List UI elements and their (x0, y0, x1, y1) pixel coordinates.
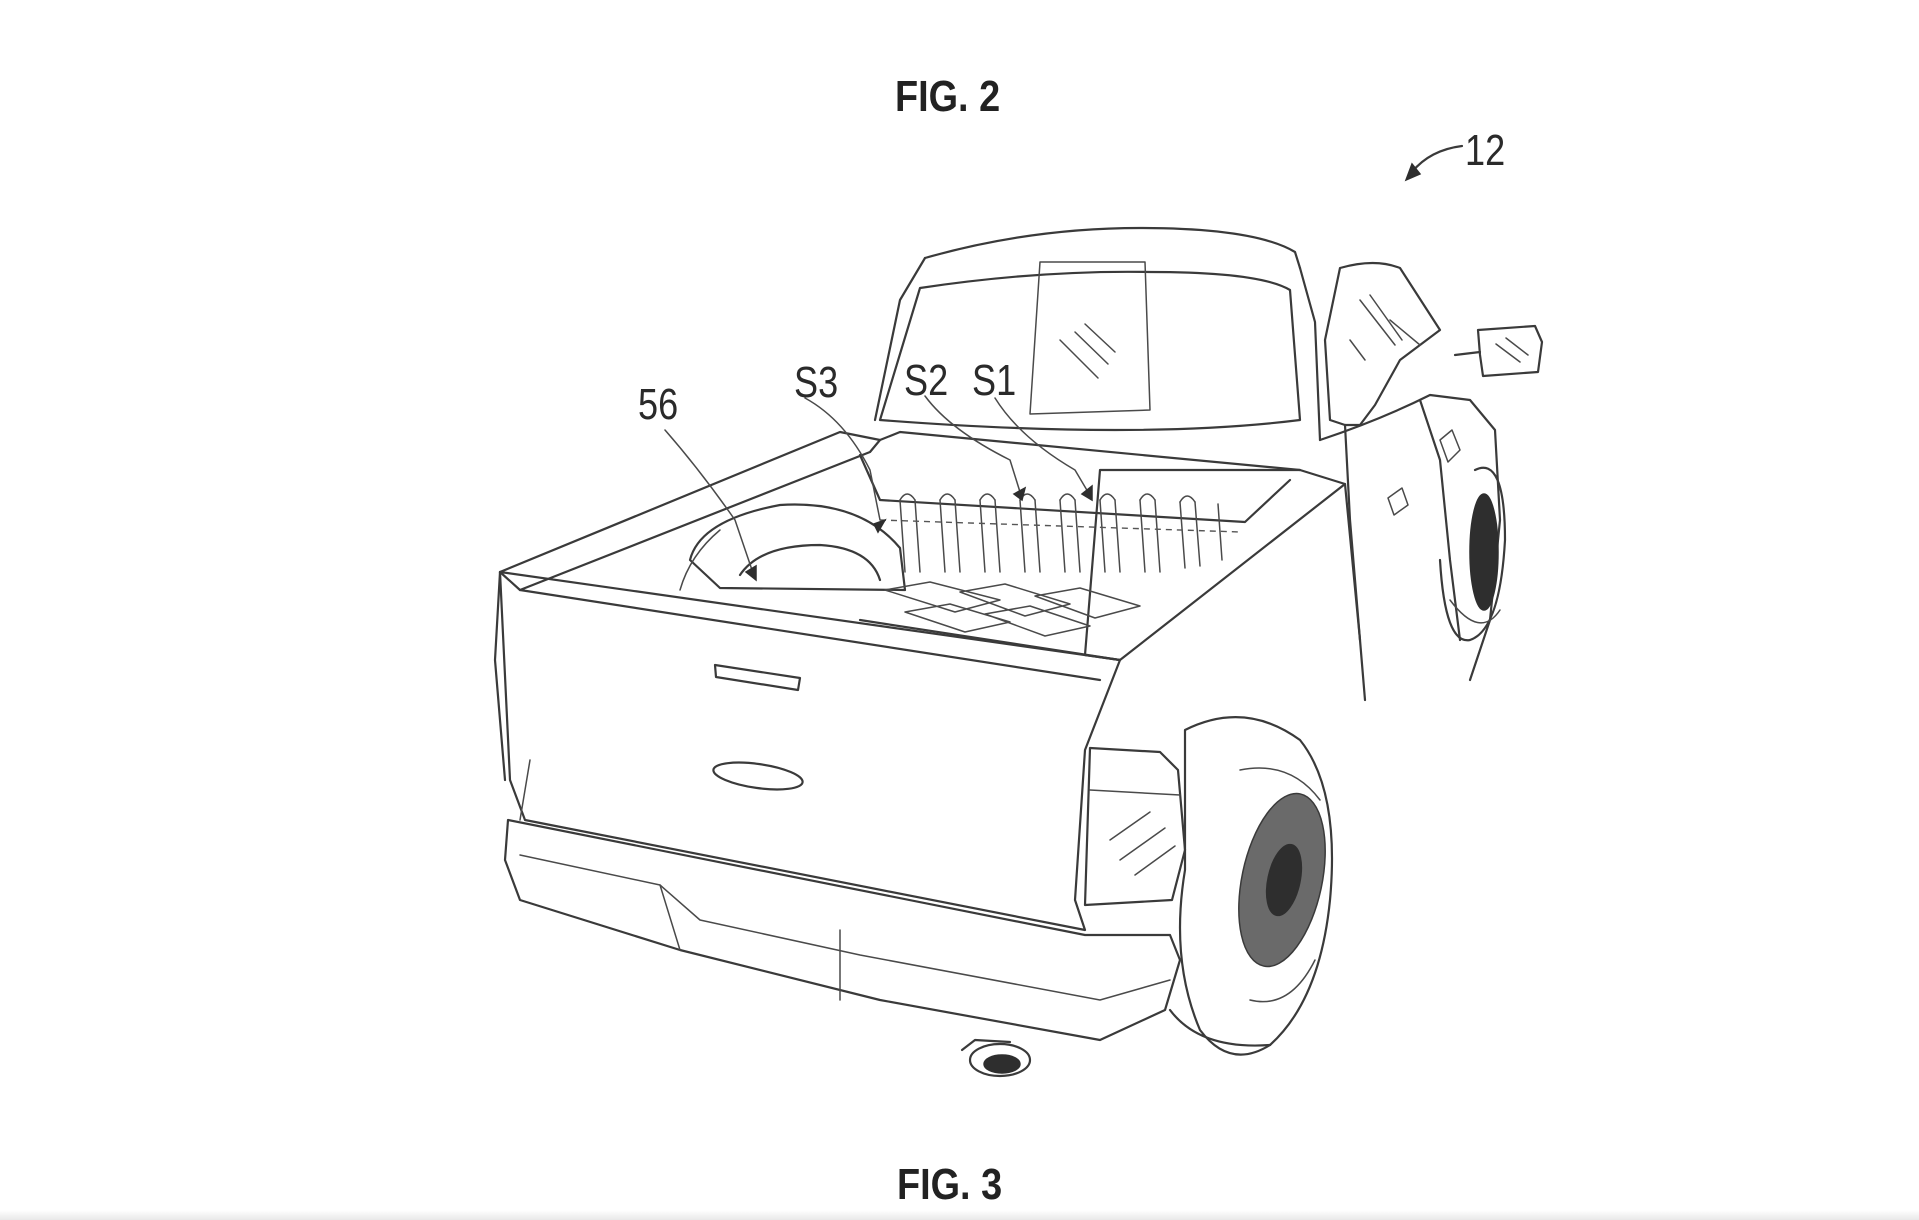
fig3-title: FIG. 3 (897, 1160, 1003, 1209)
fig2-title: FIG. 2 (895, 72, 1001, 121)
tail-light (1083, 746, 1187, 907)
truck-bed (493, 395, 1367, 782)
ref-label-56: 56 (638, 380, 679, 429)
front-wheel (1438, 466, 1507, 642)
leader-arrow-12 (1404, 144, 1464, 182)
truck-cab (873, 226, 1544, 682)
ref-label-s3: S3 (794, 358, 839, 407)
leader-lines (664, 395, 1093, 582)
ref-label-s2: S2 (904, 356, 949, 405)
exhaust-pipe (960, 1038, 1032, 1078)
bed-ribs (879, 493, 1241, 573)
ref-label-s1: S1 (972, 356, 1017, 405)
rear-bumper (503, 818, 1182, 1042)
rear-wheel (1168, 716, 1334, 1056)
tailgate (498, 570, 1122, 932)
ref-label-12: 12 (1465, 126, 1506, 175)
page-bottom-edge (0, 1210, 1919, 1220)
